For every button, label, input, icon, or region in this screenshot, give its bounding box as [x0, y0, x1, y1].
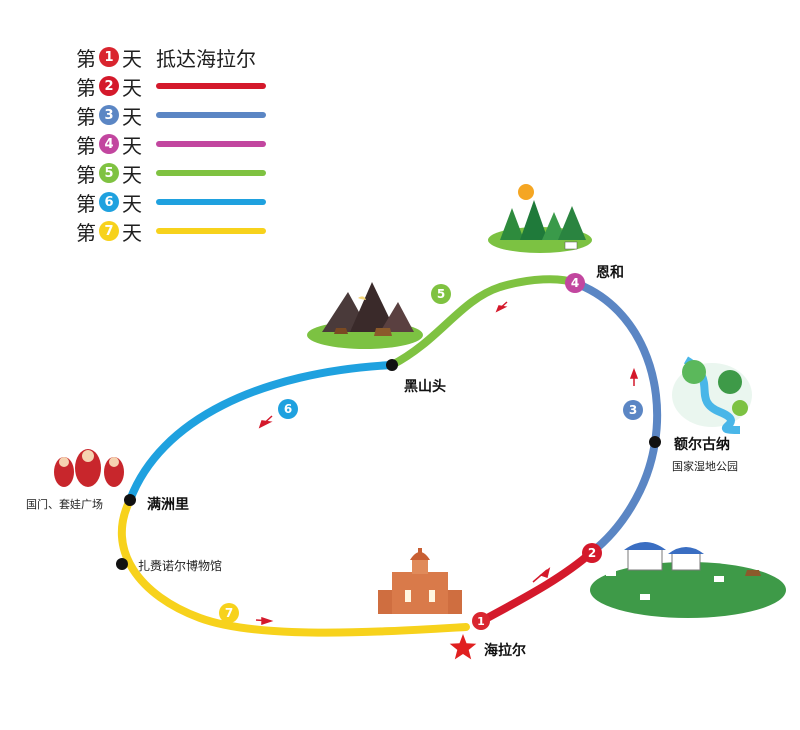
stop-marker-museum: [116, 558, 128, 570]
svg-text:6: 6: [284, 402, 292, 416]
legend-day-number: 1: [99, 47, 119, 67]
legend-suffix: 天: [122, 75, 142, 100]
legend-line-swatch: [156, 170, 266, 176]
legend-day-5: 第 5 天: [76, 160, 266, 187]
legend-suffix: 天: [122, 191, 142, 216]
route-badge-day-4: 4: [565, 273, 585, 293]
route-badge-day-6: 6: [278, 399, 298, 419]
stop-marker-erguna: [649, 436, 661, 448]
direction-arrow: [629, 367, 639, 386]
place-label-erguna-sub: 国家湿地公园: [672, 460, 738, 473]
matryoshka-illustration: [54, 449, 124, 487]
route-day-3-blue: [576, 281, 662, 556]
legend-day-number: 4: [99, 134, 119, 154]
legend-day-number: 6: [99, 192, 119, 212]
legend-day-number: 3: [99, 105, 119, 125]
legend-line-swatch: [156, 141, 266, 147]
route-badge-day-1: 1: [472, 612, 490, 630]
legend-prefix: 第: [76, 191, 96, 216]
legend-day-3: 第 3 天: [76, 102, 266, 129]
legend-prefix: 第: [76, 46, 96, 71]
legend-suffix: 天: [122, 220, 142, 245]
direction-arrow: [495, 301, 508, 313]
legend-line-swatch: [156, 83, 266, 89]
river-illustration: [672, 356, 752, 434]
church-illustration: [378, 548, 462, 614]
legend-day-number: 5: [99, 163, 119, 183]
place-label-enhe: 恩和: [596, 265, 624, 281]
legend-day-1: 第 1 天 抵达海拉尔: [76, 44, 256, 71]
yurt-camp-illustration: [590, 542, 786, 618]
legend-line-swatch: [156, 199, 266, 205]
stop-marker-heishantou: [386, 359, 398, 371]
direction-arrow: [532, 567, 551, 583]
direction-arrow: [258, 415, 273, 429]
place-label-manzhouli: 满洲里: [147, 497, 189, 513]
legend-prefix: 第: [76, 162, 96, 187]
legend-suffix: 天: [122, 104, 142, 129]
legend-suffix: 天: [122, 46, 142, 71]
route-badge-day-3: 3: [623, 400, 643, 420]
legend-day-number: 7: [99, 221, 119, 241]
route-day-7-yellow: [117, 496, 470, 637]
start-star-icon: [449, 634, 477, 660]
svg-text:1: 1: [477, 615, 485, 628]
forest-illustration: [488, 184, 592, 253]
svg-text:2: 2: [588, 546, 596, 560]
legend-line-swatch: [156, 112, 266, 118]
svg-text:5: 5: [437, 287, 445, 301]
legend-day-7: 第 7 天: [76, 218, 266, 245]
place-label-hailar: 海拉尔: [484, 643, 526, 659]
legend-prefix: 第: [76, 75, 96, 100]
direction-arrow: [255, 616, 274, 626]
legend-prefix: 第: [76, 104, 96, 129]
route-day-2-red: [476, 548, 596, 626]
place-label-erguna: 额尔古纳: [674, 437, 730, 453]
place-label-manzhouli-sub: 国门、套娃广场: [26, 498, 103, 511]
route-day-6-blue: [126, 361, 396, 504]
legend-note: 抵达海拉尔: [156, 46, 256, 71]
route-badge-day-7: 7: [219, 603, 239, 623]
legend-day-2: 第 2 天: [76, 73, 266, 100]
legend-day-4: 第 4 天: [76, 131, 266, 158]
place-label-heishantou: 黑山头: [404, 379, 446, 395]
route-badge-day-5: 5: [431, 284, 451, 304]
mountains-illustration: [307, 282, 423, 349]
legend-line-swatch: [156, 228, 266, 234]
legend-suffix: 天: [122, 133, 142, 158]
legend-day-6: 第 6 天: [76, 189, 266, 216]
route-day-5-green: [388, 275, 579, 369]
legend-prefix: 第: [76, 220, 96, 245]
svg-text:7: 7: [225, 606, 233, 620]
place-label-museum: 扎赉诺尔博物馆: [138, 559, 223, 573]
stop-marker-manzhouli: [124, 494, 136, 506]
legend-day-number: 2: [99, 76, 119, 96]
route-badge-day-2: 2: [582, 543, 602, 563]
legend-prefix: 第: [76, 133, 96, 158]
svg-text:3: 3: [629, 403, 637, 417]
legend-suffix: 天: [122, 162, 142, 187]
svg-text:4: 4: [571, 276, 579, 290]
